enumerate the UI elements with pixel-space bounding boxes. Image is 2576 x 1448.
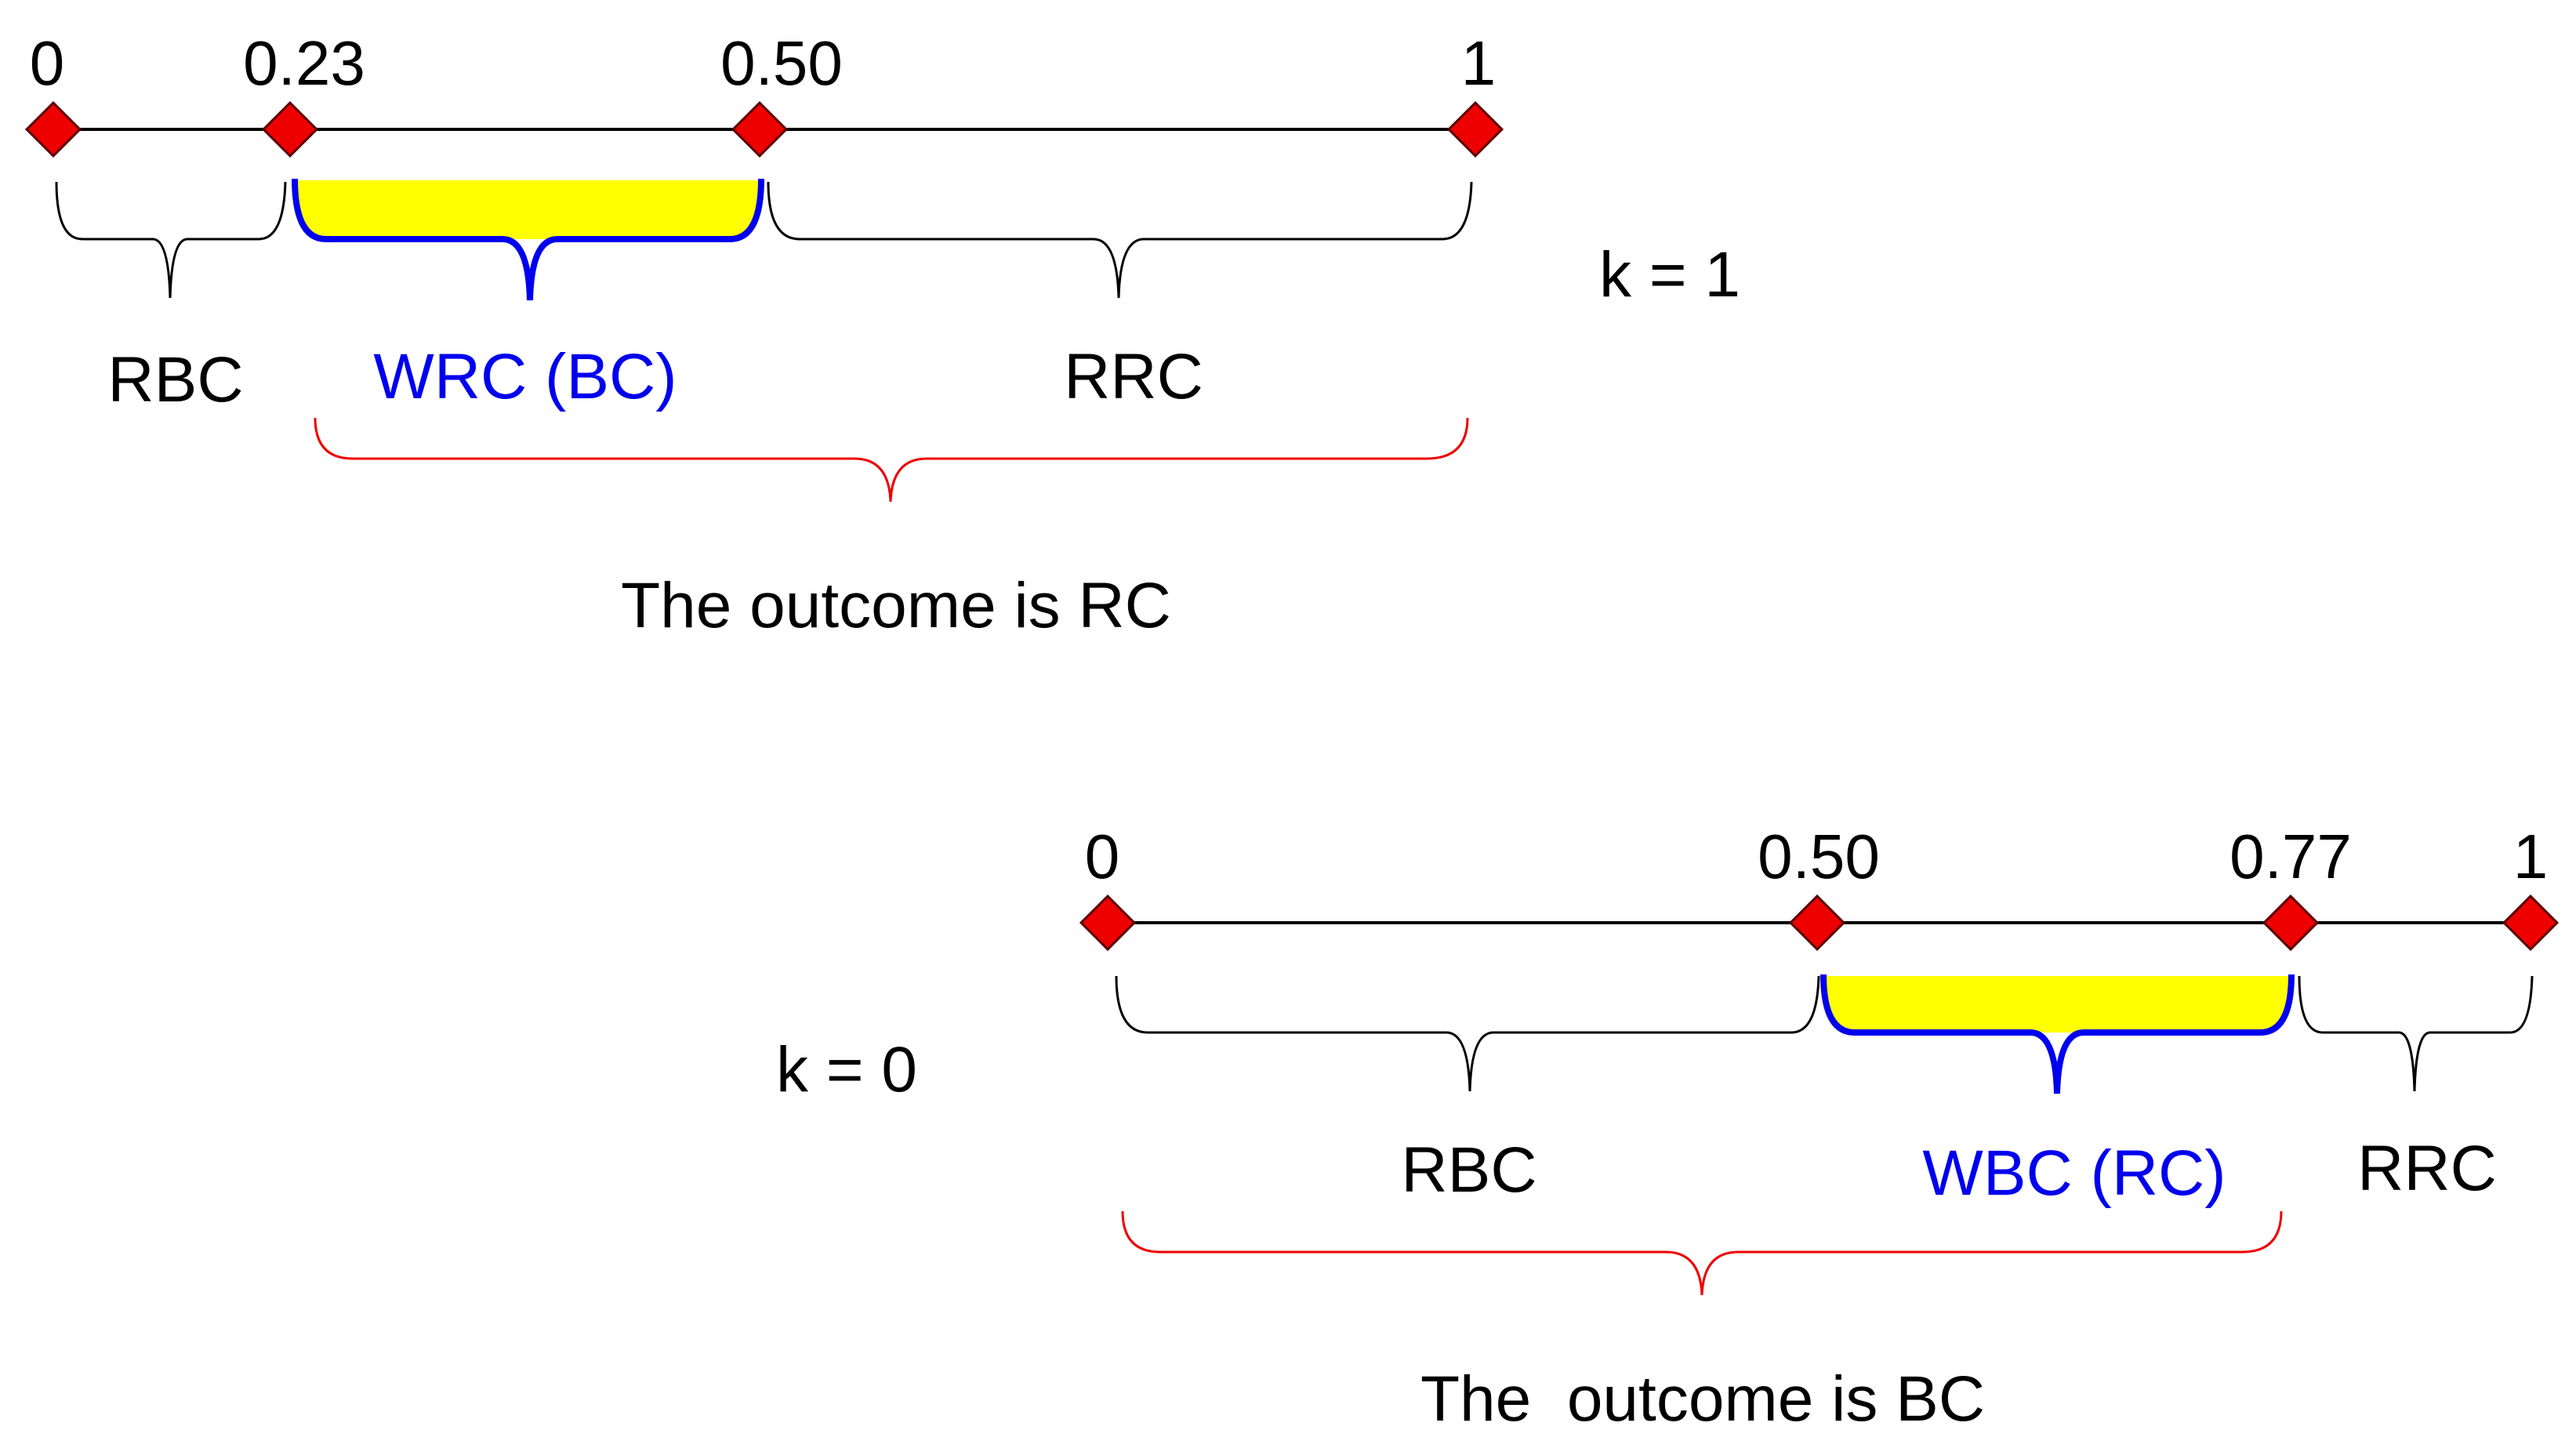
- top-brace-rbc: [55, 181, 287, 299]
- bottom-marker-0: [1079, 894, 1137, 952]
- top-marker-023: [261, 100, 319, 158]
- top-diagram: 0 0.23 0.50 1 RBC WRC (BC) RRC k = 1 The…: [24, 28, 1740, 641]
- bottom-segment-label: RRC: [2357, 1133, 2497, 1204]
- bottom-segment-label: WBC (RC): [1922, 1138, 2226, 1209]
- top-outcome-caption: The outcome is RC: [621, 570, 1171, 641]
- bottom-marker-077: [2262, 894, 2320, 952]
- top-segment-label: WRC (BC): [373, 341, 677, 412]
- top-highlight-brace: [292, 178, 764, 301]
- top-tick-label: 1: [1461, 28, 1497, 98]
- top-tick-label: 0: [30, 28, 65, 98]
- bottom-marker-050: [1788, 894, 1846, 952]
- top-tick-label: 0.50: [720, 28, 843, 98]
- top-segment-label: RRC: [1064, 341, 1203, 412]
- bottom-diagram: 0 0.50 0.77 1 RBC WBC (RC) RRC k = 0 The…: [776, 822, 2560, 1435]
- bottom-highlight-brace: [1820, 974, 2295, 1094]
- bottom-k-label: k = 0: [776, 1034, 917, 1105]
- bottom-brace-rrc: [2298, 975, 2534, 1092]
- top-marker-0: [24, 100, 82, 158]
- bottom-tick-label: 0: [1085, 822, 1120, 891]
- bottom-segment-label: RBC: [1401, 1134, 1537, 1206]
- bottom-brace-rbc: [1115, 975, 1820, 1092]
- bottom-tick-label: 0.50: [1758, 822, 1880, 891]
- top-brace-rrc: [767, 181, 1473, 299]
- top-tick-label: 0.23: [243, 28, 365, 98]
- top-segment-label: RBC: [107, 344, 243, 416]
- top-outcome-brace: [314, 417, 1469, 503]
- top-marker-1: [1446, 100, 1504, 158]
- top-highlight-fill: [295, 180, 761, 239]
- bottom-highlight-fill: [1823, 976, 2291, 1032]
- bottom-outcome-brace: [1121, 1210, 2283, 1296]
- bottom-tick-label: 1: [2513, 822, 2549, 891]
- bottom-tick-label: 0.77: [2230, 822, 2352, 891]
- bottom-outcome-caption: The outcome is BC: [1420, 1363, 1985, 1435]
- top-marker-050: [731, 100, 789, 158]
- bottom-marker-1: [2502, 894, 2560, 952]
- top-k-label: k = 1: [1599, 239, 1740, 310]
